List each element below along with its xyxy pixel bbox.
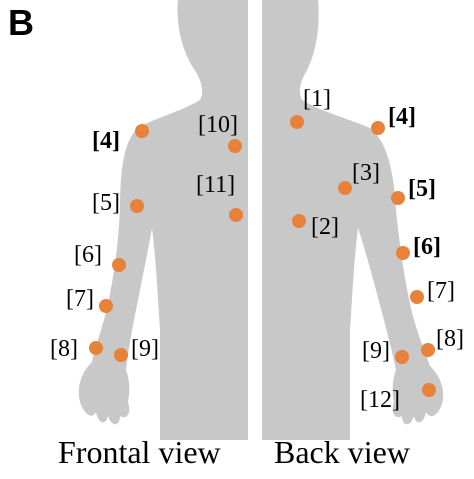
frontal-point-6-marker <box>112 258 126 272</box>
frontal-point-7-label: [7] <box>66 286 94 312</box>
back-view-label: Back view <box>274 434 410 470</box>
frontal-point-8-label: [8] <box>50 336 78 362</box>
frontal-point-5-label: [5] <box>92 190 120 216</box>
panel-letter: B <box>8 2 34 43</box>
back-point-1-marker <box>290 115 304 129</box>
back-silhouette <box>262 0 444 440</box>
back-point-9-marker <box>395 350 409 364</box>
back-point-7-marker <box>410 290 424 304</box>
back-point-2-marker <box>292 214 306 228</box>
back-point-8-marker <box>421 343 435 357</box>
frontal-point-6-label: [6] <box>74 242 102 268</box>
back-point-6-marker <box>396 246 410 260</box>
back-point-3-label: [3] <box>352 160 380 186</box>
back-point-7-label: [7] <box>427 278 455 304</box>
back-point-1-label: [1] <box>303 86 331 112</box>
back-point-12-marker <box>422 383 436 397</box>
back-point-3-marker <box>338 181 352 195</box>
frontal-silhouette <box>78 0 248 440</box>
back-point-8-label: [8] <box>436 326 464 352</box>
back-point-5-label: [5] <box>408 176 436 202</box>
frontal-point-11-label: [11] <box>196 172 235 198</box>
frontal-point-11-marker <box>229 208 243 222</box>
frontal-point-10-marker <box>228 139 242 153</box>
frontal-point-8-marker <box>89 341 103 355</box>
frontal-point-4-marker <box>135 124 149 138</box>
frontal-point-10-label: [10] <box>198 112 238 138</box>
frontal-points: [4] [5] [6] [7] [8] [9] [10] [11] <box>50 112 243 362</box>
frontal-point-9-label: [9] <box>131 336 159 362</box>
back-point-2-label: [2] <box>311 214 339 240</box>
back-points: [1] [4] [3] [5] [2] [6] [7] [8] [9] [12] <box>290 86 464 413</box>
frontal-point-4-label: [4] <box>92 128 120 154</box>
back-point-4-marker <box>371 121 385 135</box>
frontal-view-label: Frontal view <box>58 434 221 470</box>
frontal-point-7-marker <box>99 299 113 313</box>
back-point-6-label: [6] <box>413 234 441 260</box>
back-point-12-label: [12] <box>360 387 400 413</box>
back-point-5-marker <box>391 191 405 205</box>
back-point-4-label: [4] <box>388 104 416 130</box>
back-point-9-label: [9] <box>362 338 390 364</box>
frontal-point-9-marker <box>114 348 128 362</box>
frontal-point-5-marker <box>130 199 144 213</box>
